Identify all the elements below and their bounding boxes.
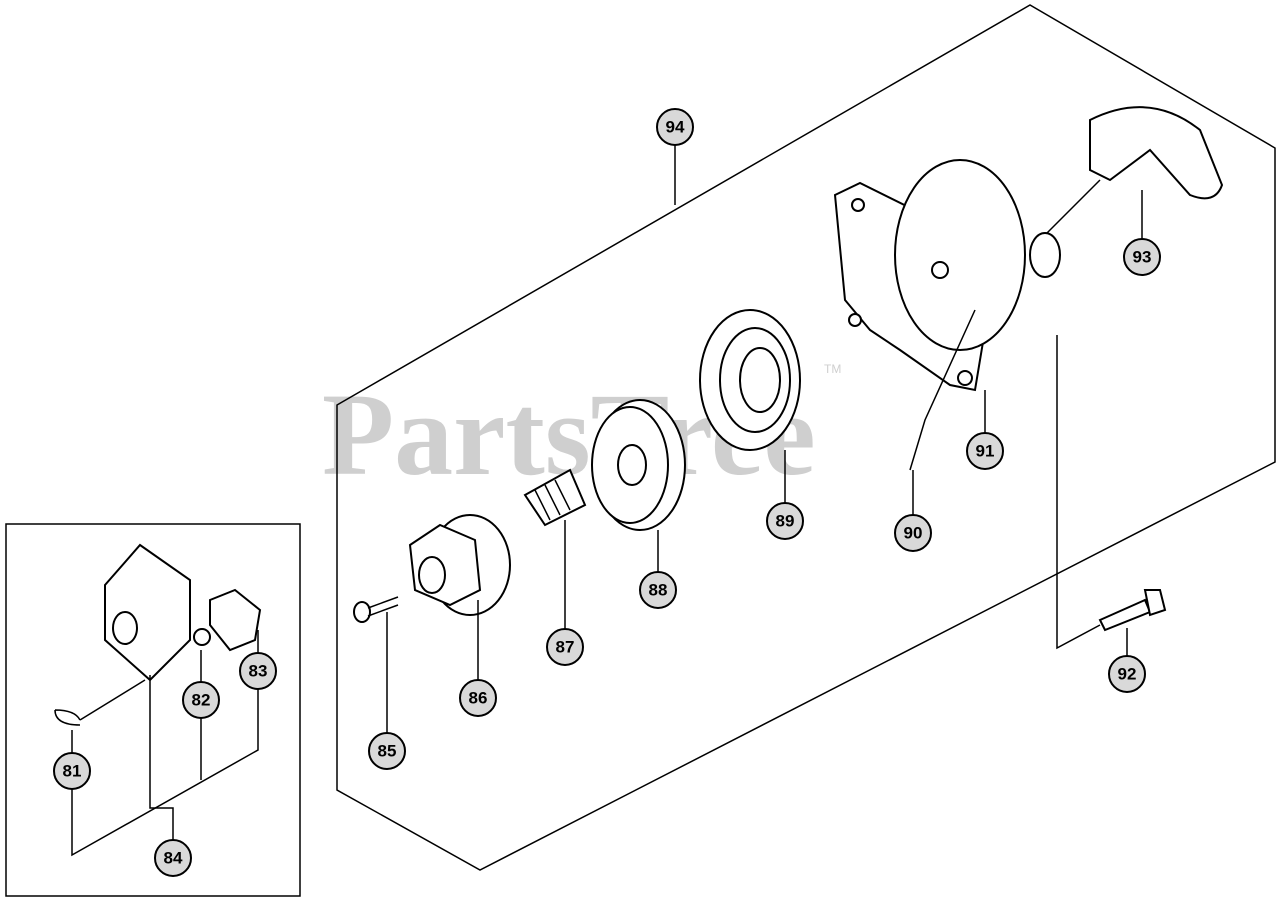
svg-text:84: 84 [164,849,183,868]
svg-text:88: 88 [649,581,668,600]
starter-case-91 [833,159,1026,471]
pulley-84-parts [54,543,262,726]
svg-text:90: 90 [904,524,923,543]
svg-text:81: 81 [63,762,82,781]
svg-text:87: 87 [556,638,575,657]
callout-87[interactable]: 87 [546,628,584,666]
bolt-92 [1098,589,1167,632]
assembly-boundary-94 [336,4,1276,871]
callout-85[interactable]: 85 [368,732,406,770]
callout-82[interactable]: 82 [182,681,220,719]
watermark-trademark: TM [824,362,841,376]
leader-lines [71,145,1143,857]
callout-91[interactable]: 91 [966,432,1004,470]
svg-text:94: 94 [666,118,685,137]
subassembly-boundary-84 [5,523,301,897]
svg-text:83: 83 [249,662,268,681]
callout-81[interactable]: 81 [53,752,91,790]
starter-handle-93 [1029,106,1224,278]
callout-94[interactable]: 94 [656,108,694,146]
svg-text:89: 89 [776,512,795,531]
callout-92[interactable]: 92 [1108,655,1146,693]
svg-text:86: 86 [469,689,488,708]
spiral-spring-89 [699,309,801,451]
svg-text:93: 93 [1133,248,1152,267]
svg-text:92: 92 [1118,665,1137,684]
callout-89[interactable]: 89 [766,502,804,540]
spring-87 [523,468,587,527]
svg-text:85: 85 [378,742,397,761]
svg-text:82: 82 [192,691,211,710]
callout-88[interactable]: 88 [639,571,677,609]
callout-93[interactable]: 93 [1123,238,1161,276]
callout-84[interactable]: 84 [154,839,192,877]
callout-83[interactable]: 83 [239,652,277,690]
svg-text:91: 91 [976,442,995,461]
callout-90[interactable]: 90 [894,514,932,552]
reel-88 [591,399,686,531]
ratchet-86 [408,514,511,616]
screw-85 [353,596,399,623]
callout-86[interactable]: 86 [459,679,497,717]
